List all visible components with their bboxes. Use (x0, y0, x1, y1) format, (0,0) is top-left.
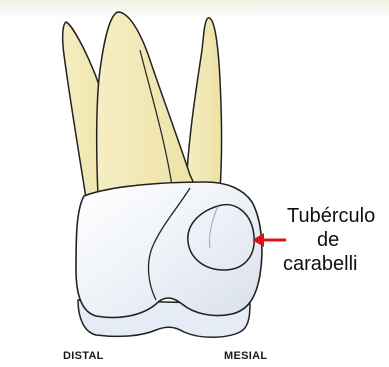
mesial-root (186, 18, 222, 190)
mesial-label: MESIAL (224, 350, 267, 362)
distal-label: DISTAL (63, 350, 104, 362)
annotation-line-1: Tubérculo (287, 204, 383, 228)
annotation-line-2: de (317, 228, 383, 252)
palatal-root (97, 12, 198, 196)
annotation-line-3: carabelli (283, 252, 383, 276)
crown (76, 182, 262, 318)
arrow-icon (252, 233, 286, 247)
carabelli-annotation: Tubérculo de carabelli (283, 204, 383, 276)
